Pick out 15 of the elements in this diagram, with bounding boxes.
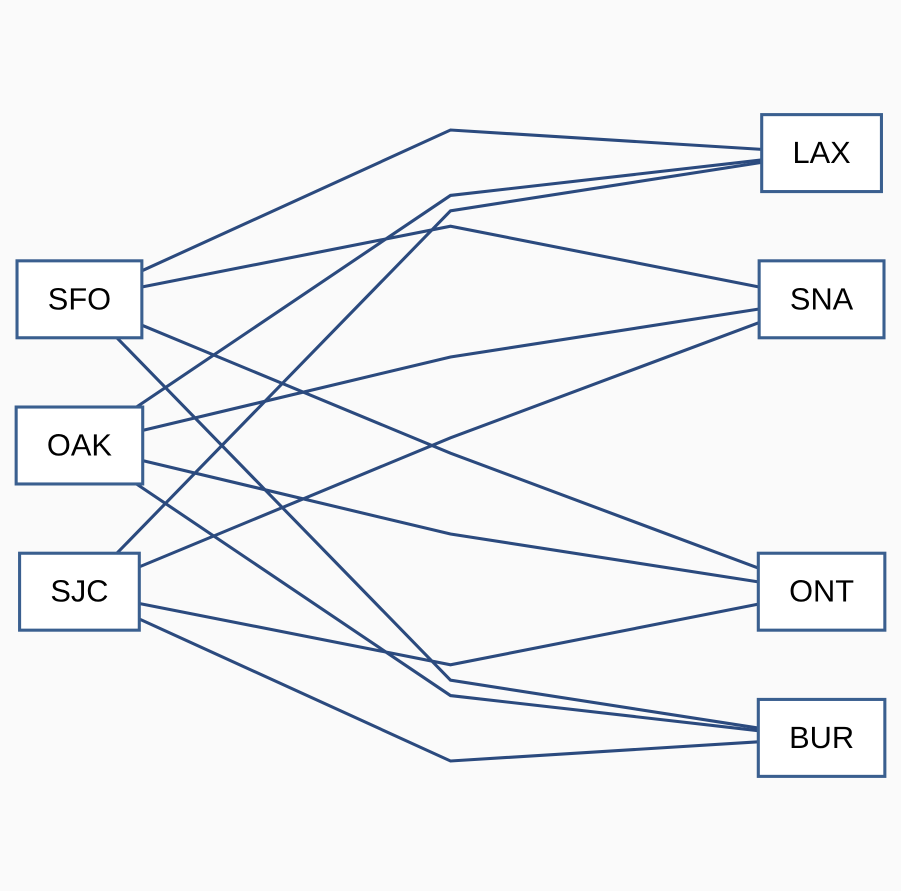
node-box: SNA — [758, 259, 886, 340]
node-box: LAX — [760, 113, 883, 194]
connector — [142, 307, 760, 432]
node-box: SFO — [15, 259, 144, 340]
node-box: SJC — [18, 552, 141, 632]
connector — [139, 602, 759, 666]
connector — [141, 128, 762, 272]
connector — [136, 158, 762, 408]
node-box: OAK — [14, 405, 144, 486]
connector — [142, 224, 760, 289]
connector — [136, 482, 758, 732]
connector — [138, 618, 758, 763]
node-box: BUR — [756, 698, 886, 778]
connector — [142, 459, 759, 584]
node-box: ONT — [756, 552, 886, 632]
